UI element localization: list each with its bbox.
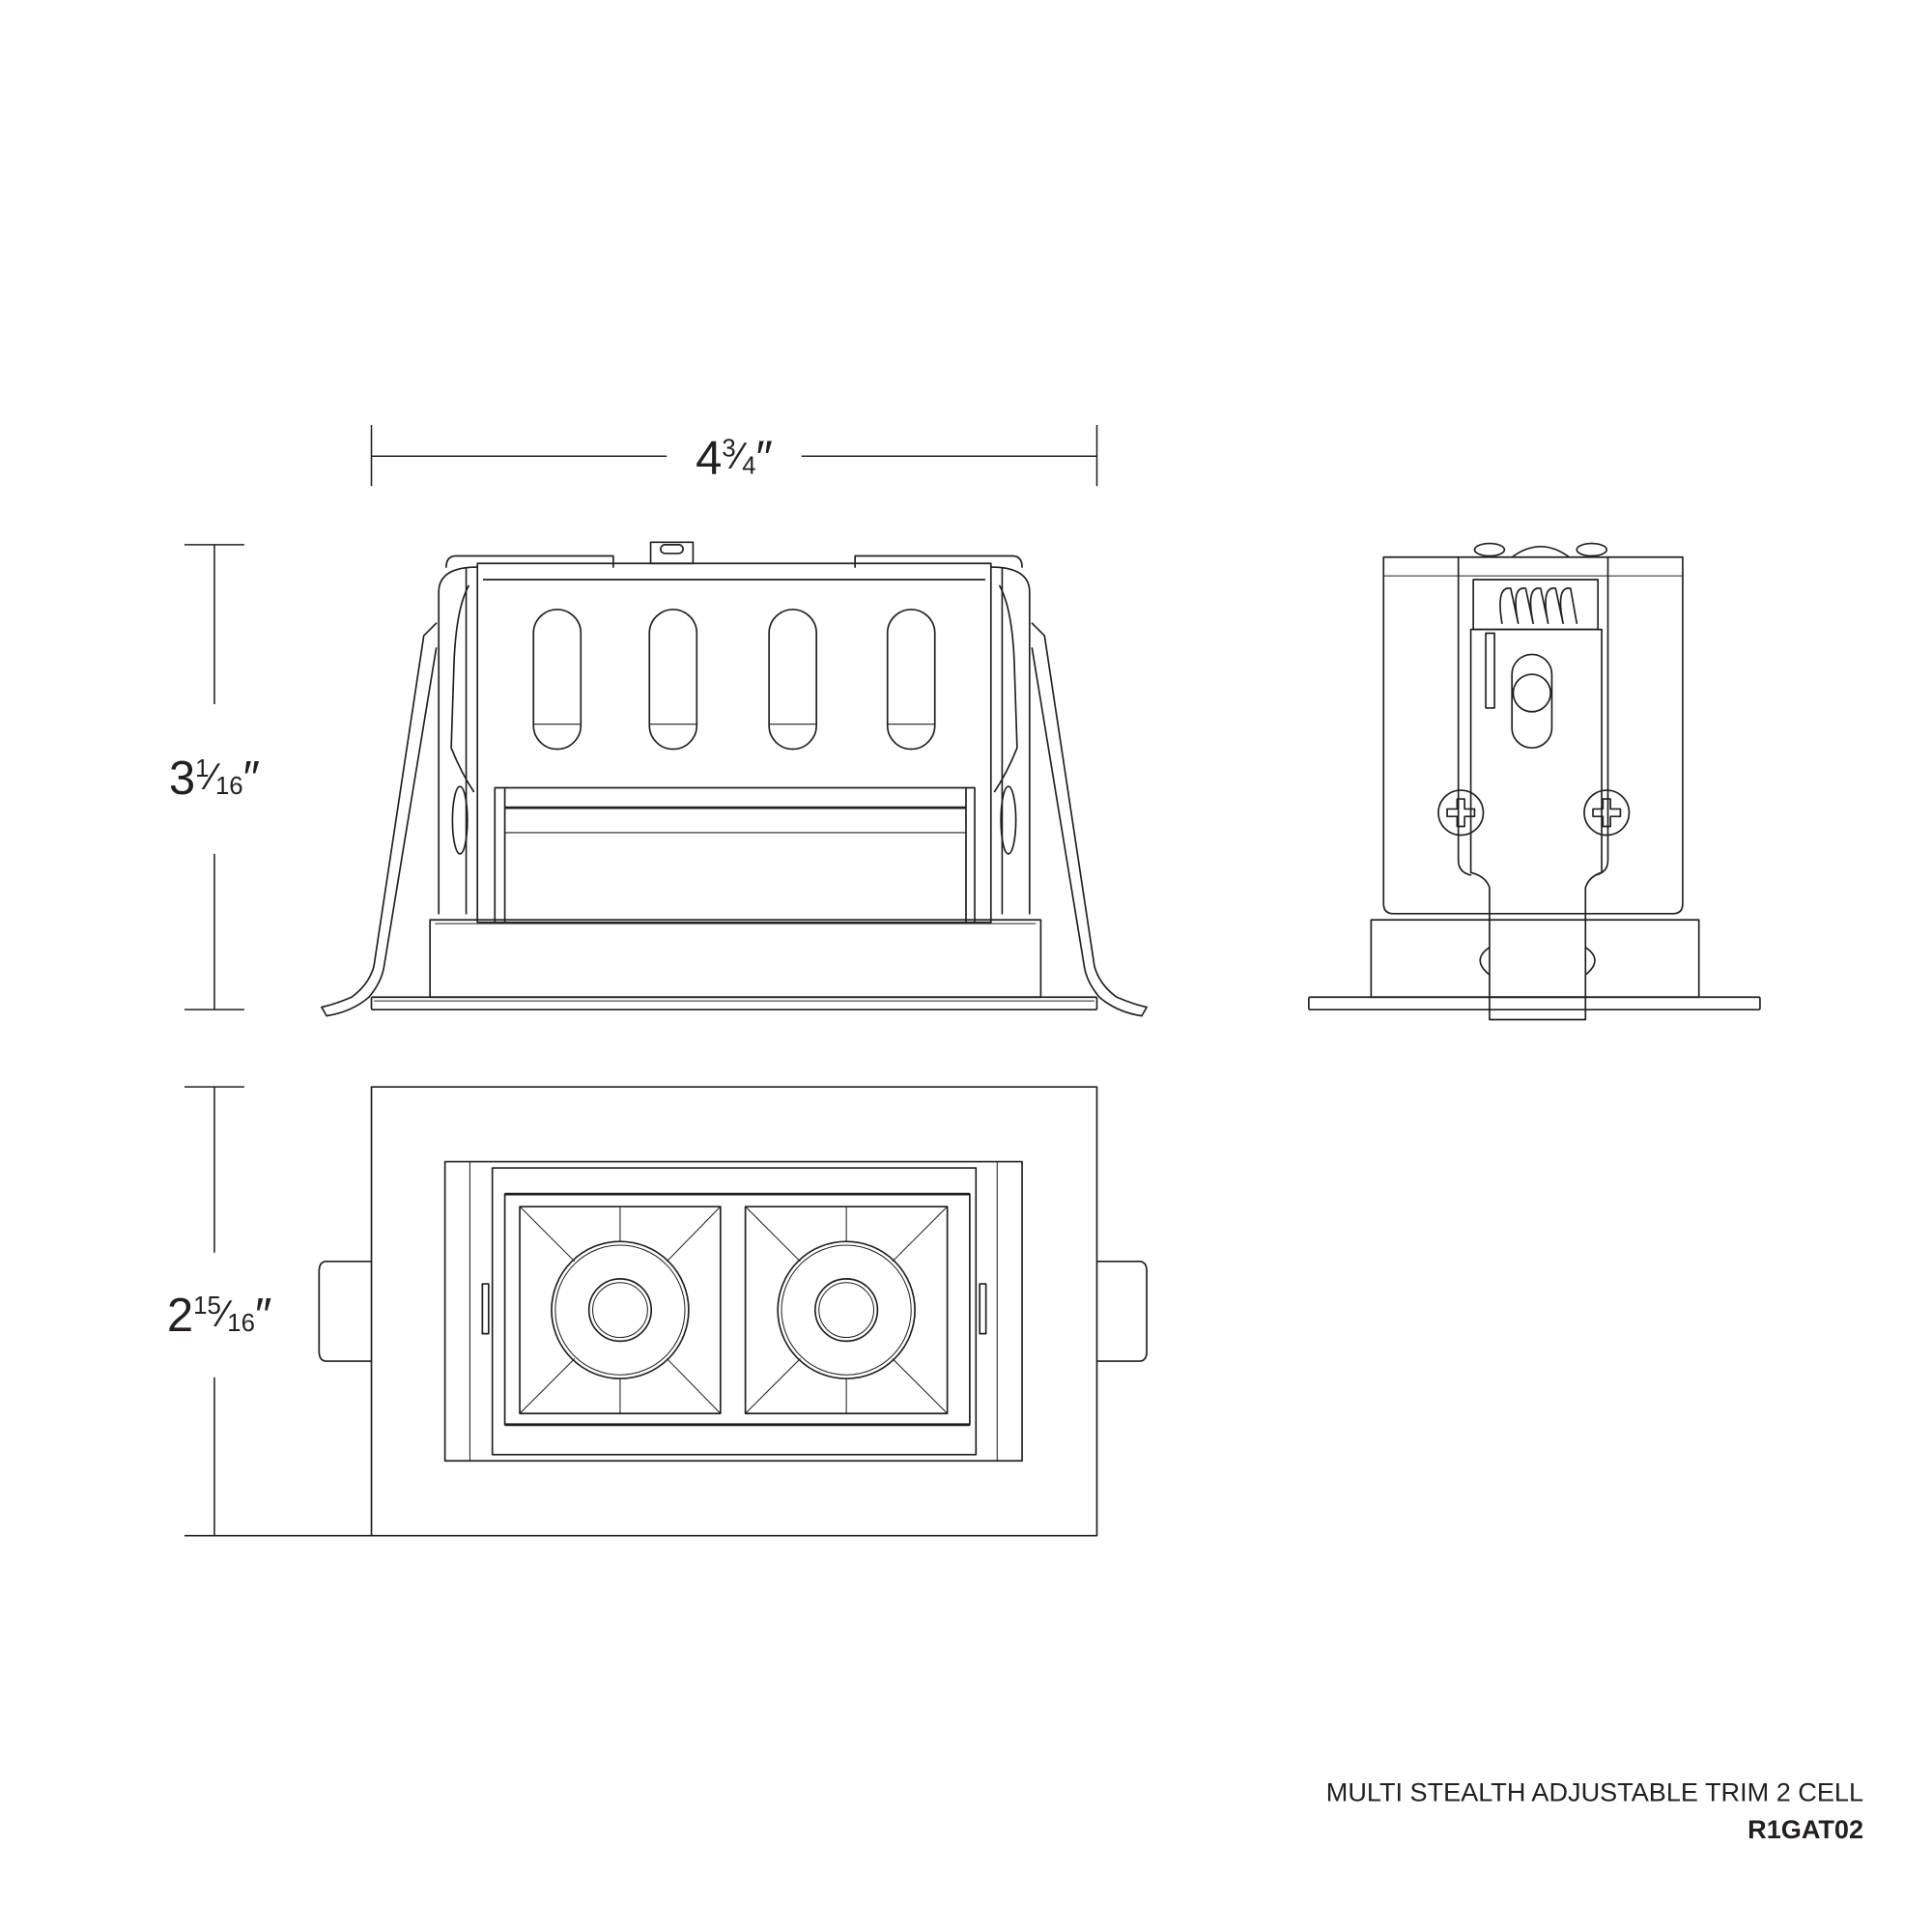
product-name: MULTI STEALTH ADJUSTABLE TRIM 2 CELL bbox=[1326, 1777, 1863, 1807]
depth-dimension-label: 215⁄16″ bbox=[167, 1290, 272, 1342]
led-cell-2 bbox=[744, 1206, 949, 1415]
bracket-rib bbox=[1485, 632, 1495, 709]
side-frame-right bbox=[989, 566, 1031, 915]
cell-carrier bbox=[503, 1193, 971, 1426]
side-spring-icon bbox=[979, 1283, 987, 1335]
height-dimension: 31⁄16″ bbox=[169, 544, 260, 1010]
side-inner-frame bbox=[1457, 555, 1609, 876]
side-frame-left bbox=[438, 566, 479, 915]
vent-slot bbox=[532, 609, 582, 751]
aperture-frame bbox=[443, 1160, 1023, 1463]
model-number: R1GAT02 bbox=[1747, 1814, 1863, 1844]
phillips-screw-icon bbox=[1583, 789, 1631, 837]
side-curve-left bbox=[450, 584, 475, 793]
rim-bracket-left bbox=[445, 554, 614, 568]
width-dimension-label: 43⁄4″ bbox=[696, 432, 773, 484]
depth-dimension: 215⁄16″ bbox=[167, 1086, 372, 1537]
lens bbox=[587, 1278, 653, 1343]
mounting-tab-right bbox=[1095, 1260, 1148, 1362]
side-trim-flange bbox=[1308, 996, 1761, 1010]
side-view bbox=[1308, 542, 1761, 1021]
spring-clip-right bbox=[1031, 622, 1148, 1017]
torsion-spring-icon bbox=[1499, 587, 1578, 624]
adjustment-screw-icon bbox=[1512, 673, 1551, 713]
lower-housing bbox=[494, 786, 976, 923]
rim-bracket-right bbox=[854, 554, 1023, 568]
side-trim-body bbox=[1370, 919, 1700, 999]
trim-body bbox=[429, 919, 1042, 999]
spring-clip-left bbox=[321, 622, 438, 1017]
adjustment-slot bbox=[1511, 653, 1553, 750]
housing bbox=[476, 562, 992, 923]
trim-flange bbox=[370, 996, 1098, 1010]
bottom-view bbox=[318, 1086, 1148, 1537]
spring-mount bbox=[1511, 546, 1571, 558]
spring-housing bbox=[1472, 579, 1600, 631]
screw-icon bbox=[451, 785, 469, 855]
screw-icon bbox=[1576, 542, 1608, 557]
side-housing bbox=[1382, 555, 1684, 915]
vent-slot bbox=[886, 609, 936, 751]
reflector-ring bbox=[777, 1240, 916, 1379]
reflector-ring bbox=[551, 1240, 690, 1379]
mounting-tab-left bbox=[318, 1260, 373, 1362]
title-block: MULTI STEALTH ADJUSTABLE TRIM 2 CELL R1G… bbox=[1326, 1777, 1863, 1845]
side-trim-screws bbox=[1479, 946, 1596, 976]
vent-slot bbox=[768, 609, 817, 751]
top-tab-slot bbox=[660, 544, 684, 554]
front-view bbox=[321, 541, 1148, 1017]
aperture-inner bbox=[491, 1167, 978, 1456]
led-cell-1 bbox=[519, 1206, 722, 1415]
vent-slots bbox=[532, 609, 936, 751]
phillips-screw-icon bbox=[1437, 789, 1485, 837]
width-dimension: 43⁄4″ bbox=[370, 425, 1098, 487]
side-spring-icon bbox=[481, 1283, 490, 1335]
lens bbox=[814, 1278, 879, 1343]
vent-slot bbox=[648, 609, 698, 751]
mounting-bracket bbox=[1469, 628, 1603, 1021]
side-curve-right bbox=[993, 584, 1018, 793]
height-dimension-label: 31⁄16″ bbox=[169, 753, 260, 805]
screw-icon bbox=[1473, 542, 1506, 557]
screw-icon bbox=[1000, 785, 1017, 855]
trim-face bbox=[370, 1086, 1098, 1537]
